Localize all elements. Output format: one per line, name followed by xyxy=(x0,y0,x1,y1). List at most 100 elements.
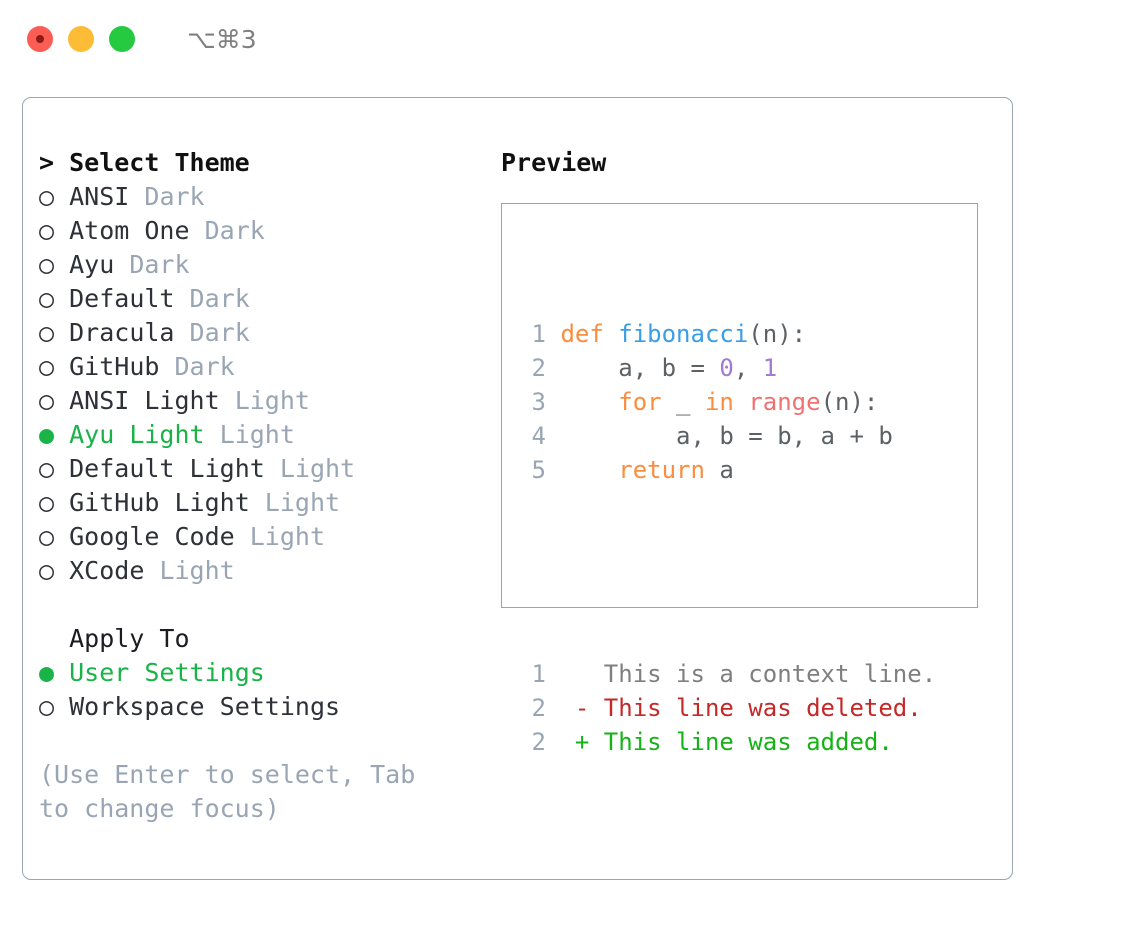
close-button-icon[interactable] xyxy=(27,26,53,52)
select-theme-heading: > Select Theme xyxy=(39,148,250,177)
theme-option-default-light[interactable]: ○ Default Light Light xyxy=(39,452,479,486)
apply-to-label: User Settings xyxy=(69,658,265,687)
apply-to-heading: Apply To xyxy=(39,624,190,653)
code-token: def xyxy=(560,320,619,348)
theme-selector-column: > Select Theme ○ ANSI Dark○ Atom One Dar… xyxy=(39,146,479,826)
diff-sign: + xyxy=(574,728,590,756)
code-token xyxy=(560,456,618,484)
preview-column: Preview xyxy=(501,146,1001,180)
radio-unselected-icon: ○ xyxy=(39,522,55,551)
theme-name-label: ANSI xyxy=(69,182,130,211)
gutter-gap xyxy=(546,354,560,382)
code-token: , xyxy=(733,354,763,382)
radio-unselected-icon: ○ xyxy=(39,488,55,517)
theme-option-atom-one[interactable]: ○ Atom One Dark xyxy=(39,214,479,248)
theme-name-label: Dracula xyxy=(69,318,175,347)
apply-to-option-workspace-settings[interactable]: ○ Workspace Settings xyxy=(39,690,479,724)
theme-name-label: Default Light xyxy=(69,454,265,483)
zoom-button-icon[interactable] xyxy=(109,26,135,52)
spacer xyxy=(54,352,69,381)
code-token: (n): xyxy=(820,388,879,416)
line-number: 2 xyxy=(531,728,546,756)
theme-name-label: Atom One xyxy=(69,216,190,245)
theme-option-github-light[interactable]: ○ GitHub Light Light xyxy=(39,486,479,520)
apply-to-label: Workspace Settings xyxy=(69,692,341,721)
code-token: fibonacci xyxy=(618,320,749,348)
spacer xyxy=(54,284,69,313)
theme-name-label: ANSI Light xyxy=(69,386,220,415)
theme-option-github[interactable]: ○ GitHub Dark xyxy=(39,350,479,384)
code-token: a, b = b, a + b xyxy=(560,422,893,450)
radio-selected-icon: ● xyxy=(39,658,55,687)
code-line: 2 a, b = 0, 1 xyxy=(520,351,936,385)
theme-name-label: Ayu xyxy=(69,250,115,279)
theme-option-xcode[interactable]: ○ XCode Light xyxy=(39,554,479,588)
theme-name-label: Ayu Light xyxy=(69,420,205,449)
gutter-gap xyxy=(546,456,560,484)
gutter-gap xyxy=(546,320,560,348)
spacer xyxy=(54,216,69,245)
apply-to-list: ● User Settings○ Workspace Settings xyxy=(39,656,479,724)
section-spacer xyxy=(39,588,479,622)
code-line: 1 def fibonacci(n): xyxy=(520,317,936,351)
code-blank-line xyxy=(520,555,936,589)
theme-option-ansi-light[interactable]: ○ ANSI Light Light xyxy=(39,384,479,418)
diff-text: This is a context line. xyxy=(589,660,937,688)
spacer xyxy=(54,692,69,721)
radio-unselected-icon: ○ xyxy=(39,454,55,483)
spacer xyxy=(54,658,69,687)
keyboard-shortcut-label: ⌥⌘3 xyxy=(187,24,257,54)
diff-lines: 1 This is a context line. 2 - This line w… xyxy=(520,657,937,759)
diff-line: 1 This is a context line. xyxy=(520,657,937,691)
theme-option-ayu[interactable]: ○ Ayu Dark xyxy=(39,248,479,282)
close-dot-icon xyxy=(36,35,44,43)
apply-to-option-user-settings[interactable]: ● User Settings xyxy=(39,656,479,690)
code-token: range xyxy=(748,388,821,416)
line-number: 3 xyxy=(531,388,546,416)
diff-text: This line was added. xyxy=(589,728,893,756)
diff-sign: - xyxy=(574,694,590,722)
theme-option-google-code[interactable]: ○ Google Code Light xyxy=(39,520,479,554)
gutter-gap xyxy=(546,388,560,416)
theme-name-label: GitHub xyxy=(69,352,160,381)
theme-option-default[interactable]: ○ Default Dark xyxy=(39,282,479,316)
preview-heading: Preview xyxy=(501,148,607,177)
code-token: in xyxy=(704,388,734,416)
theme-option-dracula[interactable]: ○ Dracula Dark xyxy=(39,316,479,350)
diff-text: This line was deleted. xyxy=(589,694,922,722)
theme-variant-label: Light xyxy=(234,522,326,551)
gutter-gap xyxy=(546,422,560,450)
spacer xyxy=(54,420,69,449)
theme-variant-label: Light xyxy=(249,488,341,517)
spacer xyxy=(54,522,69,551)
code-token: 1 xyxy=(762,354,778,382)
line-number: 1 xyxy=(531,660,546,688)
theme-list: ○ ANSI Dark○ Atom One Dark○ Ayu Dark○ De… xyxy=(39,180,479,588)
theme-option-ansi[interactable]: ○ ANSI Dark xyxy=(39,180,479,214)
radio-unselected-icon: ○ xyxy=(39,216,55,245)
line-number: 2 xyxy=(531,354,546,382)
theme-variant-label: Dark xyxy=(159,352,235,381)
code-token: a xyxy=(704,456,734,484)
theme-variant-label: Dark xyxy=(174,284,250,313)
gutter-gap xyxy=(546,728,575,756)
diff-sign xyxy=(575,660,589,688)
theme-name-label: GitHub Light xyxy=(69,488,250,517)
theme-name-label: XCode xyxy=(69,556,145,585)
spacer xyxy=(54,318,69,347)
line-number: 1 xyxy=(531,320,546,348)
theme-variant-label: Dark xyxy=(189,216,265,245)
spacer xyxy=(54,386,69,415)
theme-variant-label: Light xyxy=(264,454,356,483)
main-panel: > Select Theme ○ ANSI Dark○ Atom One Dar… xyxy=(22,97,1013,880)
minimize-button-icon[interactable] xyxy=(68,26,94,52)
radio-unselected-icon: ○ xyxy=(39,692,55,721)
theme-option-ayu-light[interactable]: ● Ayu Light Light xyxy=(39,418,479,452)
code-token: (n): xyxy=(748,320,807,348)
theme-name-label: Default xyxy=(69,284,175,313)
gutter-gap xyxy=(546,660,575,688)
theme-variant-label: Light xyxy=(144,556,235,585)
code-token xyxy=(560,388,618,416)
radio-unselected-icon: ○ xyxy=(39,182,55,211)
